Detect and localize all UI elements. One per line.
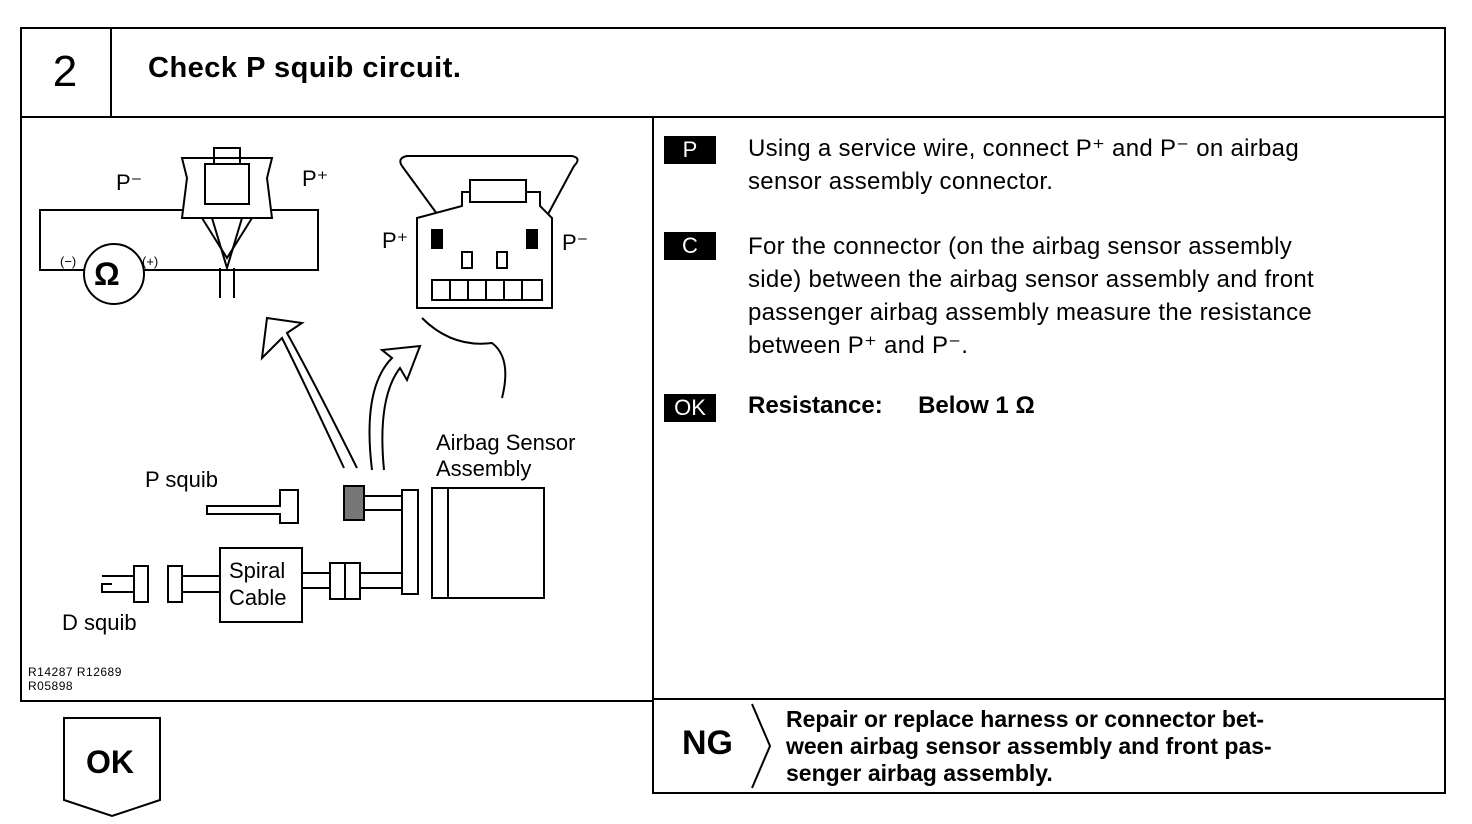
- meter-pin-minus-label: P⁻: [116, 170, 143, 195]
- meter-pos-label: (+): [142, 254, 159, 269]
- instruction-c-line: side) between the airbag sensor assembly…: [748, 266, 1314, 293]
- instruction-p-text: Using a service wire, connect P⁺ and P⁻ …: [748, 132, 1432, 198]
- instruction-p-line: Using a service wire, connect P⁺ and P⁻ …: [748, 135, 1299, 162]
- instruction-p-line: sensor assembly connector.: [748, 168, 1054, 195]
- meter-connector: [180, 157, 274, 219]
- spiral-cable-label-2: Cable: [229, 585, 287, 610]
- column-divider: [652, 116, 654, 794]
- ng-action-line: senger airbag assembly.: [786, 760, 1053, 786]
- instruction-c-line: between P⁺ and P⁻.: [748, 332, 969, 359]
- frame-left: [20, 27, 22, 702]
- ok-next-label: OK: [86, 744, 134, 780]
- airbag-sensor-assembly-icon: [431, 487, 545, 599]
- ok-spec-value: Below 1 Ω: [918, 392, 1035, 419]
- sensor-connector: [416, 191, 553, 309]
- instruction-tag-c: C: [664, 232, 716, 260]
- figure-code-1: R14287 R12689: [28, 665, 122, 679]
- frame-right: [1444, 27, 1446, 794]
- instruction-c-line: passenger airbag assembly measure the re…: [748, 299, 1313, 326]
- p-squib-label: P squib: [145, 467, 218, 492]
- arrow-to-meter: [260, 316, 358, 469]
- p-squib-connector: [206, 489, 299, 524]
- sensor-assembly-label-2: Assembly: [436, 456, 532, 481]
- frame-bottom-left: [20, 700, 654, 702]
- ok-spec-label: Resistance:: [748, 392, 883, 419]
- ng-action-text: Repair or replace harness or connector b…: [786, 706, 1418, 787]
- instruction-c-line: For the connector (on the airbag sensor …: [748, 233, 1293, 260]
- spiral-cable-box: [219, 547, 303, 623]
- meter-wire-loop: [39, 209, 319, 271]
- ok-spec-tag: OK: [664, 394, 716, 422]
- step-number-divider: [110, 27, 112, 117]
- ng-label: NG: [682, 724, 733, 762]
- figure-code-2: R05898: [28, 679, 74, 693]
- step-title: Check P squib circuit.: [148, 52, 462, 84]
- sensor-assembly-label-1: Airbag Sensor: [436, 430, 576, 455]
- connector-pin-minus-label: P⁻: [562, 230, 589, 255]
- d-squib-label: D squib: [62, 610, 137, 635]
- ng-action-line: ween airbag sensor assembly and front pa…: [786, 733, 1272, 759]
- p-squib-mating-connector: [343, 485, 365, 521]
- ng-box-top: [652, 698, 1446, 700]
- instruction-c-text: For the connector (on the airbag sensor …: [748, 230, 1432, 362]
- frame-top: [20, 27, 1446, 29]
- arrow-to-sensor: [368, 344, 422, 471]
- spiral-cable-label-1: Spiral: [229, 558, 286, 583]
- instruction-tag-p: P: [664, 136, 716, 164]
- meter-pin-plus-label: P⁺: [302, 166, 329, 191]
- ng-box-bottom: [652, 792, 1446, 794]
- ok-next-arrow-box: [63, 717, 161, 818]
- wiring-diagram: [39, 147, 579, 623]
- meter-neg-label: (−): [60, 254, 77, 269]
- meter-omega-label: Ω: [94, 256, 120, 292]
- ohmmeter-icon: [83, 243, 145, 305]
- service-wire: [399, 155, 579, 219]
- ok-spec-text: Resistance: Below 1 Ω: [748, 392, 1035, 420]
- ng-action-line: Repair or replace harness or connector b…: [786, 706, 1265, 732]
- header-divider: [20, 116, 1446, 118]
- step-number: 2: [52, 47, 78, 96]
- ng-chevron: [751, 703, 772, 789]
- connector-pin-plus-label: P⁺: [382, 228, 409, 253]
